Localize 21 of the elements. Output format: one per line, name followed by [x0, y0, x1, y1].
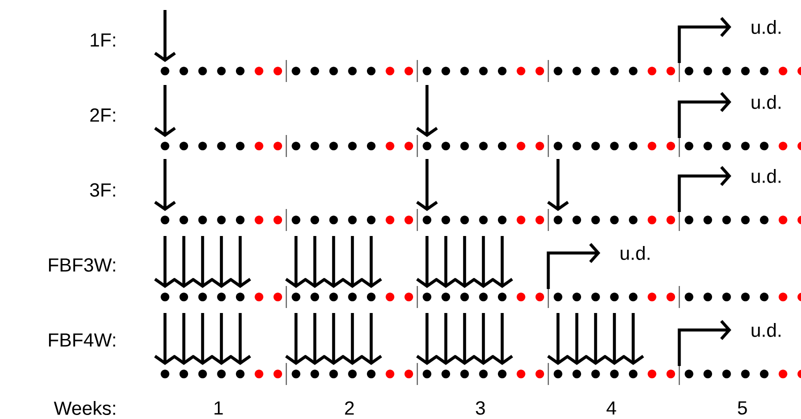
bent-arrow — [678, 92, 732, 138]
undetectable-label: u.d. — [620, 246, 650, 260]
undetectable-label: u.d. — [752, 20, 780, 34]
row-label: FBF4W: — [49, 333, 116, 347]
week-number: 4 — [606, 401, 616, 415]
row-label: Weeks: — [54, 401, 116, 415]
bent-arrow — [678, 166, 732, 212]
week-number: 3 — [476, 401, 485, 415]
week-number: 1 — [214, 401, 223, 415]
week-number: 5 — [738, 401, 747, 415]
undetectable-label: u.d. — [752, 95, 780, 109]
row-label: 1F: — [90, 33, 116, 47]
bent-arrow — [678, 17, 732, 63]
undetectable-label: u.d. — [752, 169, 780, 183]
bent-arrow — [678, 320, 732, 366]
bent-arrow — [546, 242, 600, 289]
row-label: 3F: — [90, 183, 116, 197]
week-number: 2 — [345, 401, 354, 415]
row-label: FBF3W: — [49, 258, 116, 272]
row-label: 2F: — [90, 108, 116, 122]
undetectable-label: u.d. — [752, 323, 780, 337]
